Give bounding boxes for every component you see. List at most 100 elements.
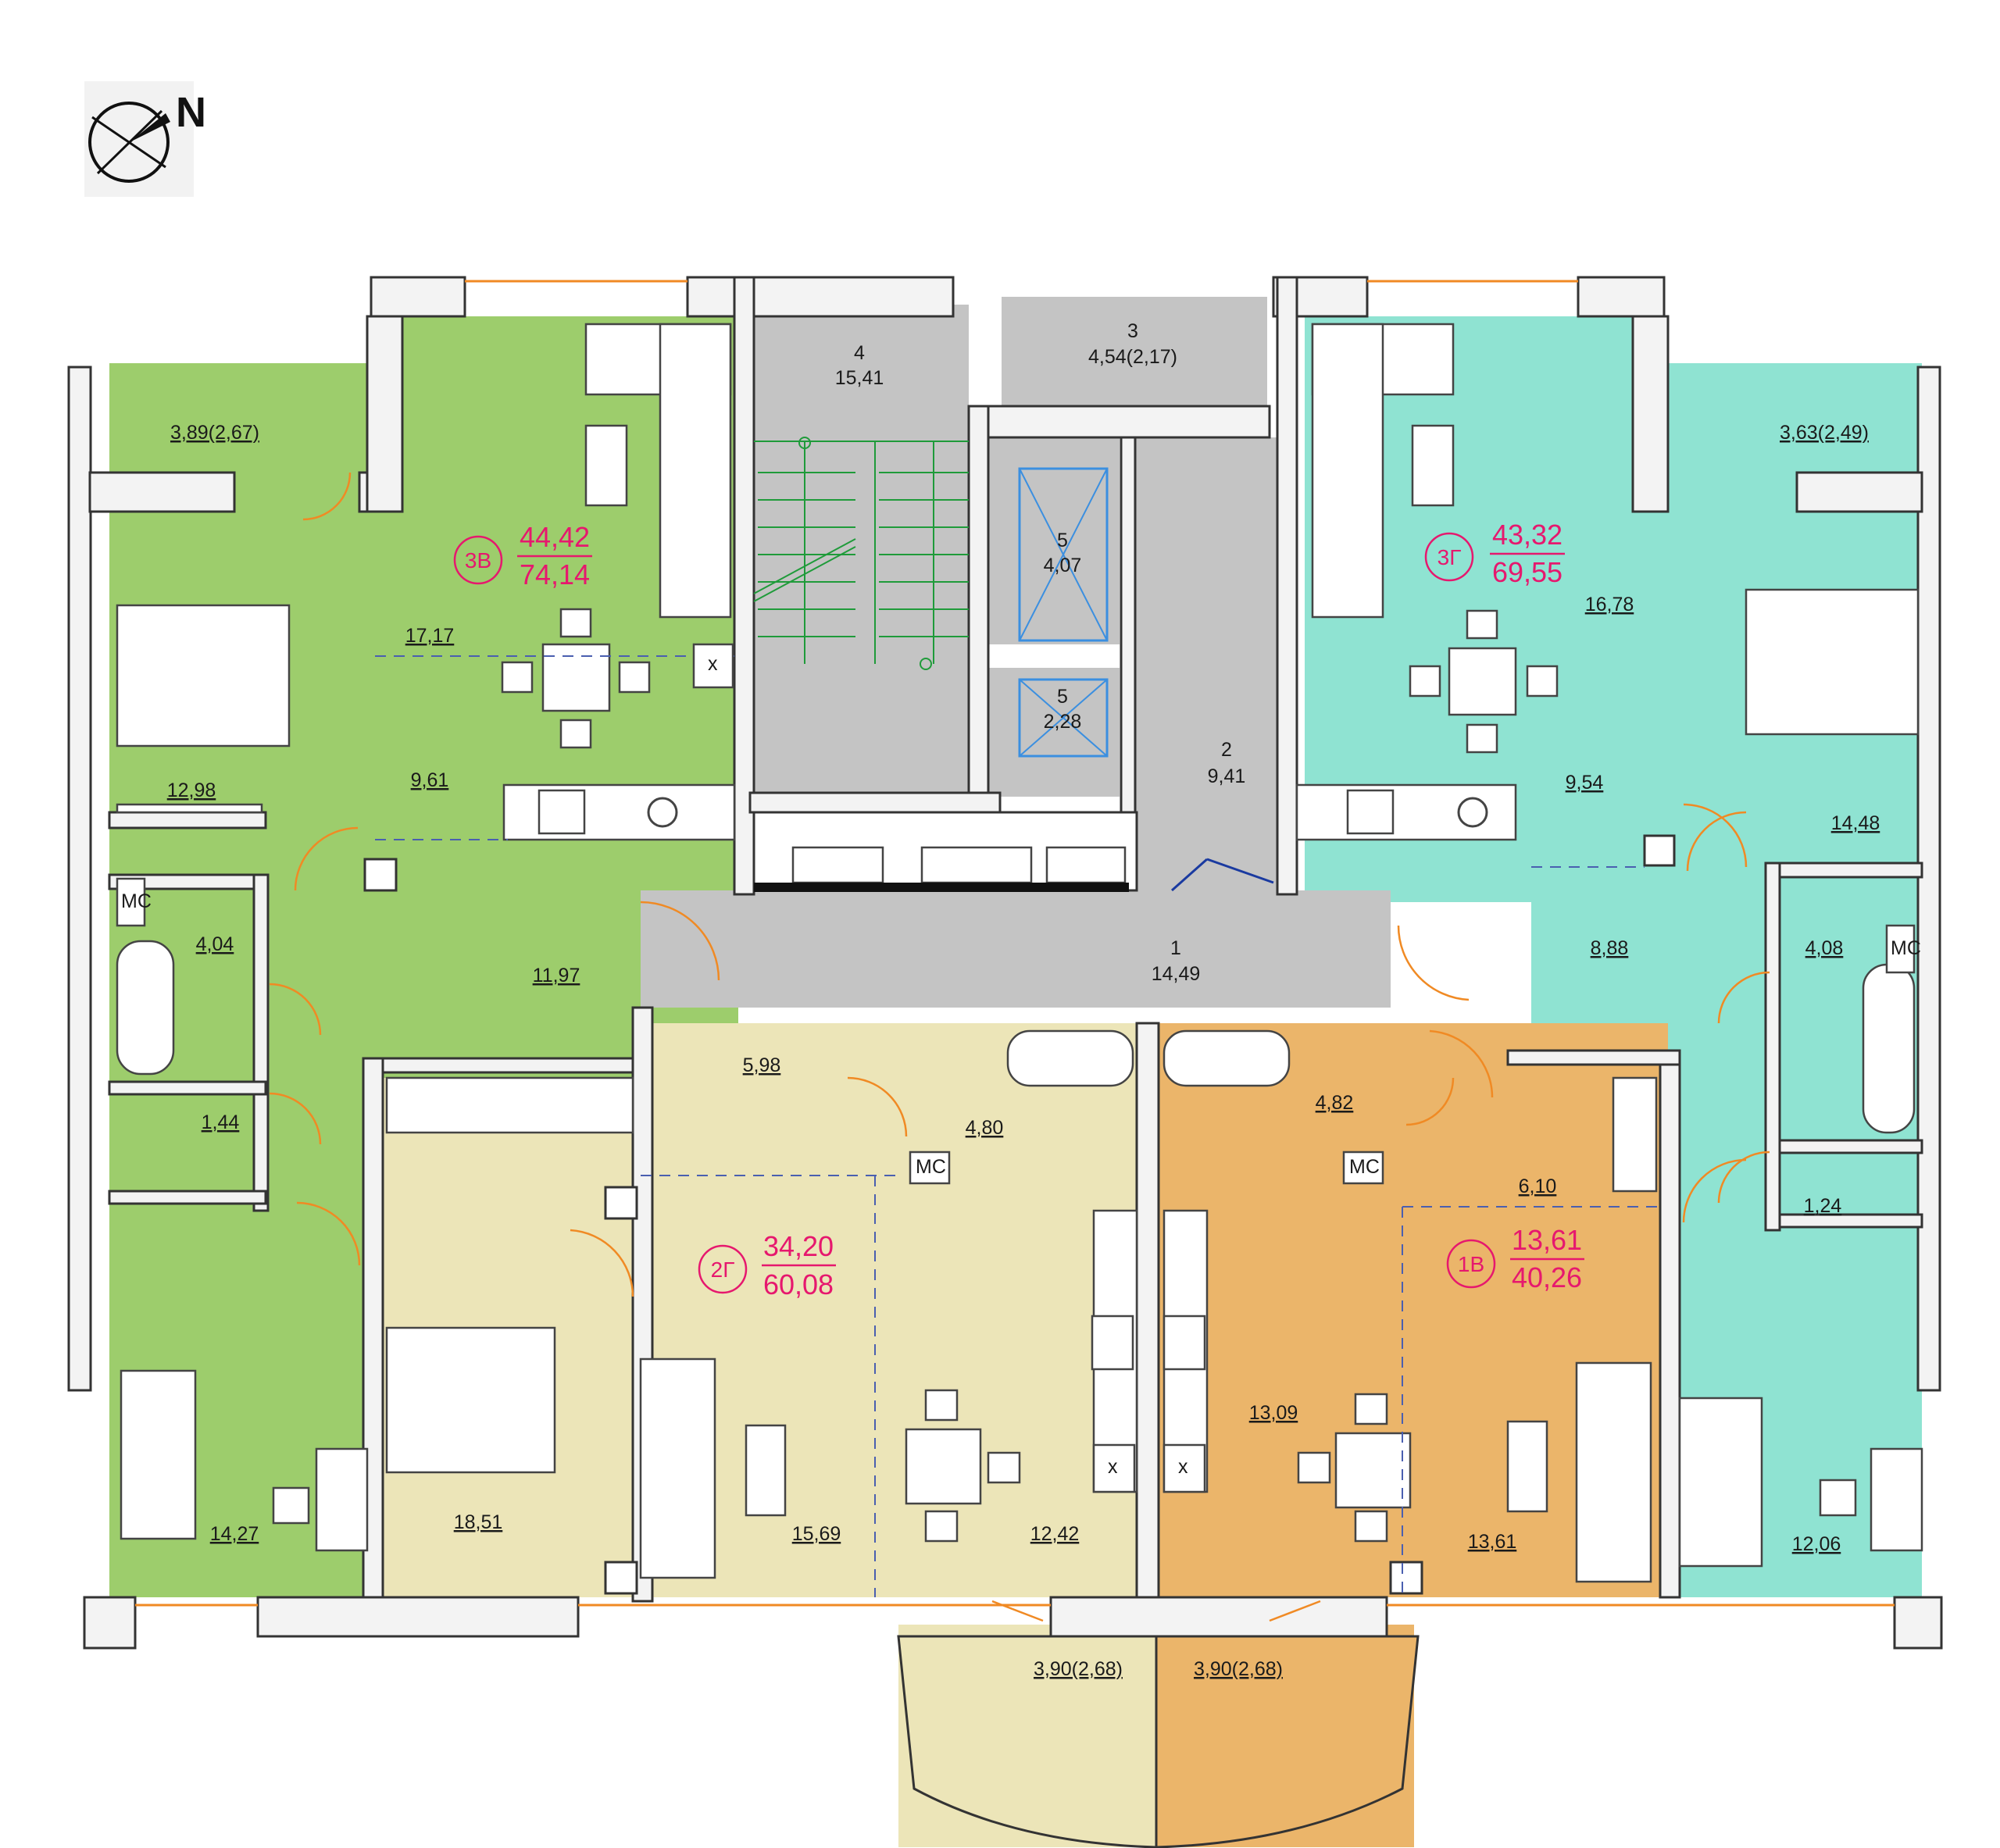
lift-small-area: 2,28 bbox=[1044, 711, 1082, 733]
wall-segment bbox=[252, 873, 270, 1212]
apartment-badge bbox=[1424, 532, 1474, 582]
door-arc bbox=[269, 1092, 322, 1145]
pillar bbox=[604, 1561, 638, 1595]
wall-segment bbox=[1506, 1049, 1681, 1066]
balcony-3g-floor bbox=[1672, 363, 1922, 473]
wall-segment bbox=[67, 366, 92, 1392]
wardrobe bbox=[1612, 1076, 1658, 1193]
pillar bbox=[604, 1186, 638, 1220]
room-area-g2-kitchen: 12,42 bbox=[1030, 1523, 1080, 1545]
common-floors bbox=[641, 297, 1391, 1008]
chair bbox=[501, 661, 534, 694]
compass: N bbox=[84, 81, 206, 197]
wall-segment bbox=[370, 276, 466, 318]
wall-segment bbox=[256, 1596, 580, 1638]
apartment-label-3g: 3Г 43,32 69,55 bbox=[1424, 519, 1565, 588]
wall-segment bbox=[1772, 1213, 1923, 1229]
room-area-b1-kitchen: 13,09 bbox=[1249, 1402, 1298, 1424]
wall-segment bbox=[967, 405, 990, 814]
door-arc bbox=[269, 983, 322, 1036]
apartment-code: 3Г bbox=[1438, 545, 1462, 569]
vent-tag bbox=[692, 643, 734, 689]
apartment-label-1b: 1В 13,61 40,26 bbox=[1446, 1224, 1584, 1293]
balcony-1b bbox=[1155, 1635, 1420, 1848]
vent-label: х bbox=[1108, 1456, 1118, 1478]
apartment-labels: 3В 44,42 74,14 3Г 43,32 69,55 2Г 34,20 6… bbox=[453, 519, 1584, 1300]
vent-tag bbox=[1162, 1443, 1206, 1493]
apartment-total-area: 40,26 bbox=[1512, 1261, 1582, 1293]
wall-segment bbox=[1916, 366, 1941, 1392]
corridor-floor bbox=[641, 890, 1391, 1008]
single-bed bbox=[120, 1369, 197, 1540]
apartment-total-area: 74,14 bbox=[520, 558, 590, 590]
wall-segment bbox=[1577, 276, 1666, 318]
shaft-label: МС bbox=[1349, 1156, 1380, 1178]
chair bbox=[1466, 723, 1498, 754]
storage-area: 4,54(2,17) bbox=[1088, 346, 1177, 368]
dining-table bbox=[905, 1428, 982, 1505]
wall-segment bbox=[1049, 1596, 1388, 1638]
dining-table bbox=[1448, 647, 1517, 716]
lobby-area: 9,41 bbox=[1208, 765, 1246, 787]
apartment-living-area: 34,20 bbox=[763, 1230, 834, 1262]
bathtub bbox=[1006, 1029, 1134, 1087]
apartment-code: 2Г bbox=[711, 1258, 735, 1282]
lift-small-cabin bbox=[1018, 678, 1109, 758]
chair bbox=[1526, 665, 1559, 697]
chair bbox=[1466, 609, 1498, 640]
south-balconies bbox=[897, 1635, 1420, 1848]
room-area-b3-living: 17,17 bbox=[405, 625, 455, 647]
room-area-b3-bed2: 14,27 bbox=[210, 1523, 259, 1545]
room-area-g3-hall: 8,88 bbox=[1591, 937, 1629, 959]
coffee-table bbox=[1506, 1420, 1548, 1513]
lift-small-number: 5 bbox=[1057, 686, 1068, 708]
sink-icon bbox=[647, 797, 678, 828]
pillar bbox=[1389, 1561, 1423, 1595]
room-area-b3-bed: 12,98 bbox=[167, 780, 216, 801]
sofa bbox=[659, 323, 732, 619]
stairs-number: 4 bbox=[854, 342, 865, 364]
room-area-b3-wc: 1,44 bbox=[202, 1111, 240, 1133]
door-arc bbox=[1429, 1029, 1494, 1098]
apartment-badge bbox=[698, 1244, 748, 1294]
wardrobe bbox=[385, 1076, 634, 1134]
shaft-tag bbox=[116, 877, 146, 927]
apartment-living-area: 43,32 bbox=[1492, 519, 1562, 551]
wall-segment bbox=[987, 405, 1271, 439]
wall-segment bbox=[1772, 1139, 1923, 1154]
dining-table bbox=[541, 643, 611, 712]
apartment-badge bbox=[1446, 1239, 1496, 1289]
chair bbox=[1297, 1451, 1331, 1484]
door-arc bbox=[1683, 803, 1748, 868]
sofa bbox=[639, 1357, 716, 1579]
room-area-b3-balcony: 3,89(2,67) bbox=[170, 422, 259, 444]
wall-segment bbox=[1135, 1022, 1160, 1599]
chair bbox=[618, 661, 651, 694]
room-area-g3-kitchen: 9,54 bbox=[1566, 772, 1604, 794]
room-labels: 3,89(2,67) 17,17 9,61 12,98 4,04 1,44 11… bbox=[167, 422, 1880, 1680]
north-label: N bbox=[176, 89, 206, 136]
furniture bbox=[116, 323, 1923, 1583]
sink-icon bbox=[1457, 797, 1488, 828]
wall-segment bbox=[83, 1596, 137, 1650]
wall-segment bbox=[88, 471, 236, 513]
pillar bbox=[1643, 834, 1676, 867]
double-bed bbox=[385, 1326, 556, 1474]
dining-table bbox=[1334, 1432, 1412, 1509]
corridor-area: 14,49 bbox=[1152, 963, 1201, 985]
stove-icon bbox=[1091, 1315, 1134, 1371]
double-bed bbox=[116, 604, 291, 747]
wall-segment bbox=[366, 315, 404, 513]
chair bbox=[987, 1451, 1021, 1484]
wall-segment bbox=[108, 1190, 267, 1205]
room-area-g3-bath: 4,08 bbox=[1805, 937, 1844, 959]
apartment-label-2g: 2Г 34,20 60,08 bbox=[698, 1230, 836, 1300]
wall-segment bbox=[1764, 862, 1781, 1232]
chair bbox=[1409, 665, 1441, 697]
room-area-g3-wc: 1,24 bbox=[1804, 1195, 1842, 1217]
wall-segment bbox=[108, 811, 267, 829]
bathtub bbox=[1162, 1029, 1291, 1087]
shaft-tag bbox=[1342, 1151, 1384, 1185]
shaft-label: МС bbox=[1891, 937, 1921, 959]
